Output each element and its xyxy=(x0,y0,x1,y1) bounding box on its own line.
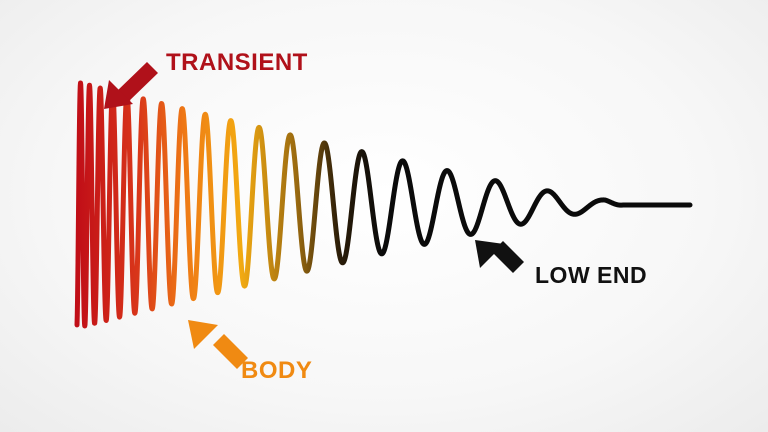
arrow-head xyxy=(188,320,218,349)
arrow-up-left-icon xyxy=(188,320,248,369)
low-end-label: LOW END xyxy=(535,262,647,288)
sound-wave xyxy=(74,80,693,329)
transient-label: TRANSIENT xyxy=(166,49,308,76)
body-annotation: BODY xyxy=(188,320,312,384)
arrow-up-left-icon xyxy=(475,240,524,273)
arrow-head xyxy=(104,80,133,109)
arrow-head xyxy=(475,240,504,268)
arrow-shaft xyxy=(213,334,248,369)
arrow-down-left-icon xyxy=(104,62,158,109)
arrow-shaft xyxy=(116,62,158,103)
transient-annotation: TRANSIENT xyxy=(104,49,308,109)
body-label: BODY xyxy=(241,357,312,384)
low-end-annotation: LOW END xyxy=(475,240,647,288)
arrow-shaft xyxy=(492,241,524,273)
